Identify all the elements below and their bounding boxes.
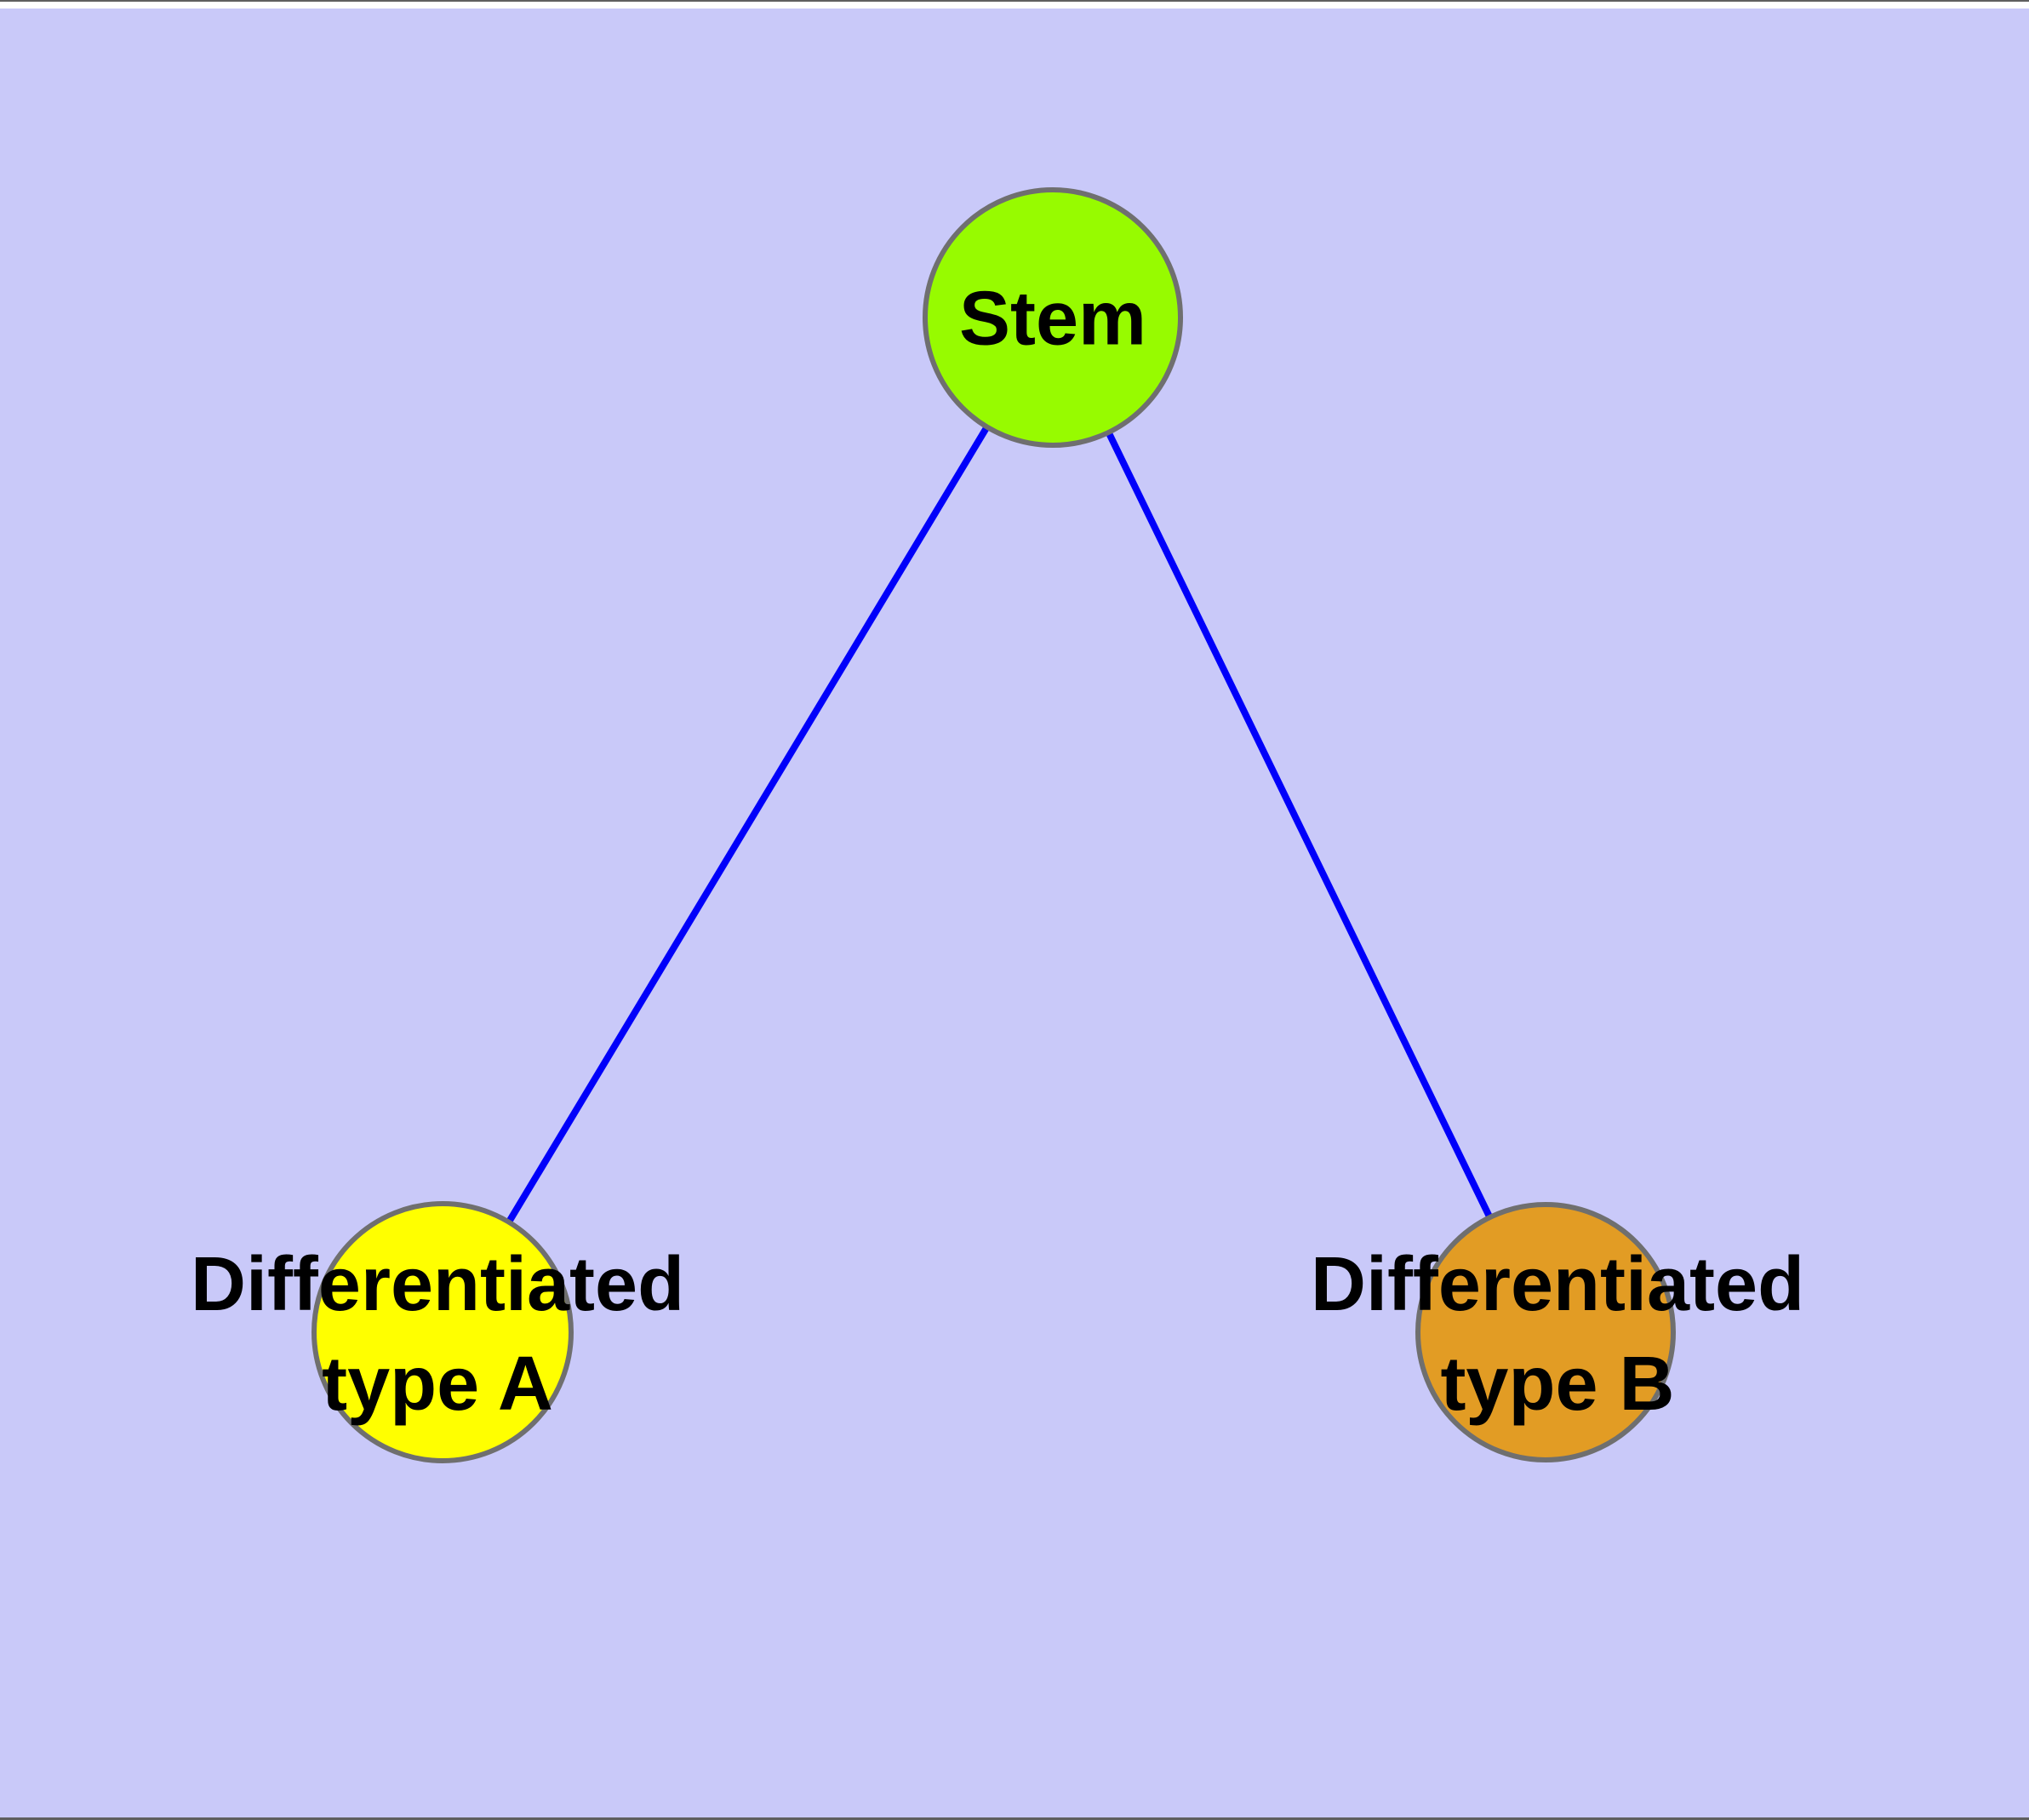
node-type-b-label: Differentiated type B — [1310, 1242, 1805, 1427]
node-stem-label: Stem — [958, 276, 1147, 362]
window-top-strip — [0, 2, 2029, 9]
edge-stem-to-type-a — [439, 315, 1056, 1335]
node-type-a-label: Differentiated type A — [190, 1242, 685, 1427]
edge-stem-to-type-b — [1049, 316, 1549, 1334]
node-type-b-circle — [1415, 1202, 1676, 1462]
node-stem-circle — [923, 187, 1183, 448]
window-top-border — [0, 0, 2029, 2]
node-type-a-circle — [311, 1201, 574, 1463]
window-bottom-border — [0, 1817, 2029, 1820]
